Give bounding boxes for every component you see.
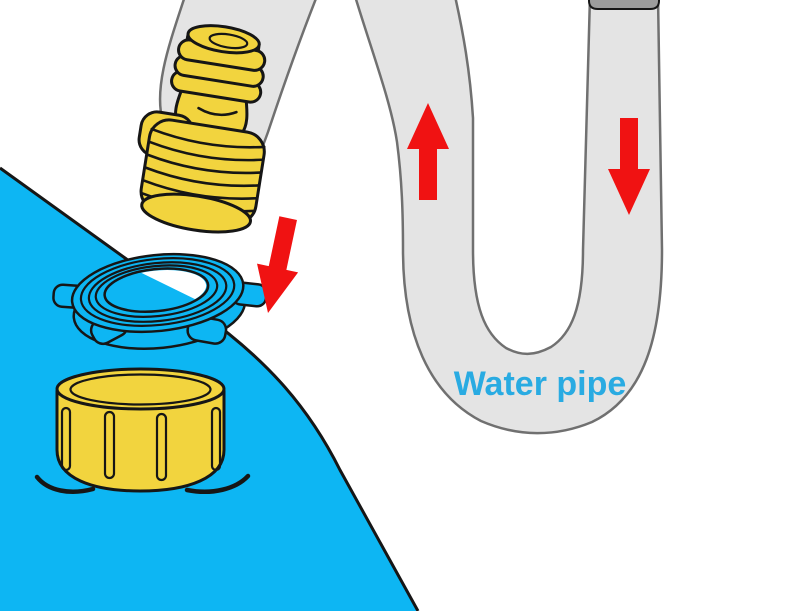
flow-down-arrow-icon xyxy=(608,118,650,215)
arrows xyxy=(257,103,650,313)
fitting-top-opening xyxy=(186,24,261,55)
tank-cap xyxy=(34,367,251,494)
pipe-connector-cap xyxy=(588,0,660,10)
cap-grooves xyxy=(60,406,222,482)
ring-grooves xyxy=(79,257,236,327)
hose-fitting xyxy=(137,24,267,234)
water-pipe-label: Water pipe xyxy=(454,365,627,403)
water-pipe-strap xyxy=(354,0,664,435)
cap-top-rim xyxy=(69,373,212,406)
insert-down-arrow-icon xyxy=(257,216,299,313)
fitting-top-hole xyxy=(208,32,249,50)
cap-whisker-right xyxy=(184,473,251,494)
fitting-neck-highlight xyxy=(197,106,238,117)
gasket-ring xyxy=(52,252,268,350)
flow-up-arrow-icon xyxy=(407,103,449,200)
cap-top-face xyxy=(55,367,226,411)
cap-whisker-left xyxy=(34,474,96,494)
ring-hole-opening xyxy=(139,265,209,309)
fitting-end-face xyxy=(140,192,252,234)
